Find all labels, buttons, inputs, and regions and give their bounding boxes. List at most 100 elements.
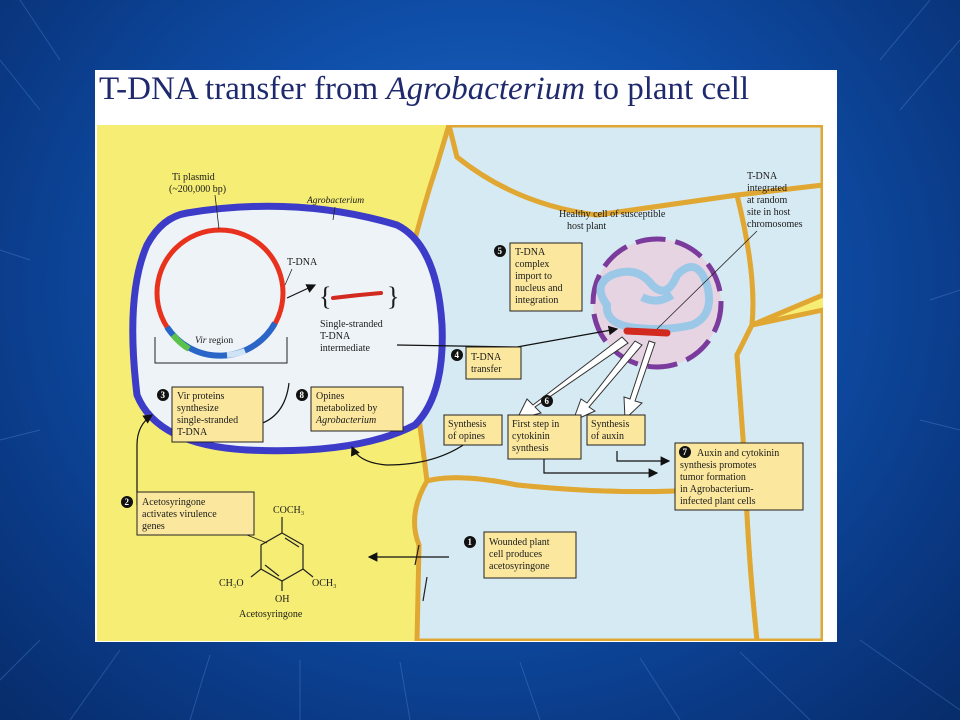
synthesis-to-tumor-arrow-2 (616, 451, 671, 466)
step4-badge (451, 349, 463, 361)
step4-line2: transfer (471, 364, 502, 375)
step8-line1: Opines (316, 391, 344, 402)
ss-intermediate-label-1: Single-stranded (320, 319, 383, 330)
step4-line1: T-DNA (471, 352, 502, 363)
vir-region-rest: region (206, 336, 233, 346)
agrobacterium-label: Agrobacterium (306, 196, 364, 206)
step8-number: 8 (300, 390, 305, 400)
synthesis-auxin-line1: Synthesis (591, 419, 629, 430)
step7-badge (679, 446, 691, 458)
title-suffix: to plant cell (585, 71, 750, 107)
wounded-cell-break (414, 544, 428, 602)
ss-bracket-right: } (387, 282, 399, 311)
ring-to-ch3o (250, 568, 262, 578)
title-prefix: T-DNA transfer from (99, 71, 387, 107)
integrated-tdna-segment (623, 327, 671, 337)
tdna-transfer-figure: Ti plasmid (~200,000 bp) Agrobacterium T… (97, 125, 823, 641)
cytokinin-box (507, 414, 582, 460)
step2-line3: genes (142, 521, 165, 532)
slide-card: T-DNA transfer from Agrobacterium to pla… (95, 70, 837, 642)
step2-box (136, 491, 255, 536)
plant-cell-top (446, 125, 823, 218)
ss-bracket-left: { (319, 282, 331, 311)
step1-box (483, 531, 577, 579)
step8-line2: metabolized by (316, 403, 377, 414)
step3-line2: synthesize (177, 403, 219, 414)
step3-badge (157, 389, 169, 401)
healthy-cell-label-2: host plant (567, 221, 606, 232)
ring-double-bond-1 (284, 537, 300, 548)
chem-oh: OH (275, 594, 289, 605)
vir-region-bracket (154, 337, 288, 364)
tdna-integrated-leader (656, 230, 758, 330)
ss-intermediate-label-2: T-DNA (320, 331, 351, 342)
arrow-to-auxin (623, 340, 656, 421)
step5-line1: T-DNA (515, 247, 546, 258)
step2-line2: activates virulence (142, 509, 217, 520)
ss-intermediate-label-3: intermediate (320, 343, 371, 354)
step3-number: 3 (161, 390, 166, 400)
step1-badge (464, 536, 476, 548)
step7-line2: synthesis promotes (680, 460, 756, 471)
ti-plasmid-leader (214, 194, 220, 230)
step8-line3: Agrobacterium (315, 415, 376, 426)
synthesis-auxin-box (586, 414, 646, 446)
vir-region-label: Vir region (195, 336, 233, 346)
synthesis-auxin-line2: of auxin (591, 431, 624, 442)
tdna-integrated-4: site in host (747, 207, 791, 218)
tdna-label: T-DNA (287, 257, 318, 268)
step5-number: 5 (498, 246, 503, 256)
ring-to-och3 (302, 568, 314, 578)
tdna-integrated-3: at random (747, 195, 787, 206)
synthesis-to-tumor-arrow-1 (543, 457, 659, 478)
step6-badge (541, 395, 553, 407)
step2-line1: Acetosyringone (142, 497, 206, 508)
step2-badge (121, 496, 133, 508)
slide-title: T-DNA transfer from Agrobacterium to pla… (99, 70, 749, 108)
step5-box (509, 242, 583, 312)
step3-box (171, 386, 264, 443)
step7-line3: tumor formation (680, 472, 746, 483)
step7-line5: infected plant cells (680, 496, 756, 507)
vir-region-light (226, 348, 247, 358)
cytokinin-line3: synthesis (512, 443, 549, 454)
step5-line5: integration (515, 295, 558, 306)
opines-uptake-arrow (350, 440, 470, 466)
chem-och3: OCH₃ (312, 578, 337, 589)
step3-line4: T-DNA (177, 427, 208, 438)
acetosyringone-to-vir-arrow (136, 414, 153, 505)
acetosyringone-structure (250, 517, 314, 591)
step7-box (674, 442, 804, 511)
cytokinin-line2: cytokinin (512, 431, 550, 442)
step2-to-molecule-leader (246, 534, 268, 544)
step5-line2: complex (515, 259, 549, 270)
step4-box (465, 346, 522, 380)
tdna-leader (284, 268, 293, 286)
ti-plasmid-size: (~200,000 bp) (169, 184, 226, 195)
step2-number: 2 (125, 497, 130, 507)
vir-region-green (170, 333, 191, 352)
ss-tdna-strand (331, 291, 383, 300)
agrobacterium-leader (332, 206, 336, 221)
arrow-to-cytokinin (572, 340, 643, 422)
step6-number: 6 (545, 396, 550, 406)
step8-box (310, 386, 404, 432)
step3-line3: single-stranded (177, 415, 238, 426)
step5-line4: nucleus and (515, 283, 563, 294)
acetosyringone-label: Acetosyringone (239, 609, 303, 620)
step3-line1: Vir proteins (177, 391, 225, 402)
synthesis-opines-line1: Synthesis (448, 419, 486, 430)
step1-line3: acetosyringone (489, 561, 550, 572)
chem-ch3o: CH₃O (219, 578, 244, 589)
vir-italic: Vir (195, 336, 207, 346)
cytokinin-line1: First step in (512, 419, 559, 430)
tdna-integrated-2: integrated (747, 183, 787, 194)
synthesis-opines-box (443, 414, 503, 446)
title-italic-agrobacterium: Agrobacterium (386, 71, 586, 107)
chem-coch3: COCH₃ (273, 505, 304, 516)
step4-number: 4 (455, 350, 460, 360)
tdna-integrated-5: chromosomes (747, 219, 803, 230)
tdna-to-intermediate-arrow (286, 284, 317, 299)
step7-line1: Auxin and cytokinin (697, 448, 779, 459)
